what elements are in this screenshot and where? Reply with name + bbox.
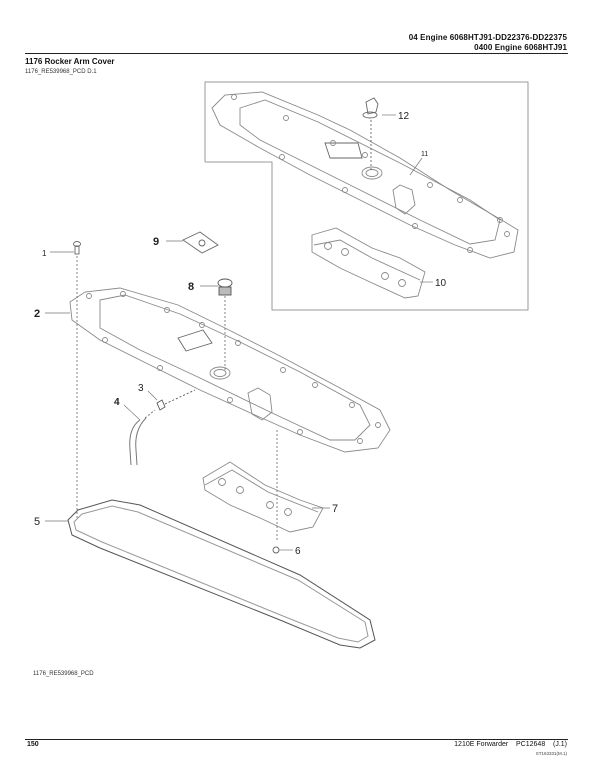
part-11-cover-drawing [211,91,519,259]
figure-caption: 1176_RE539968_PCD [33,671,94,677]
part-6-screw-drawing [272,546,280,554]
part-10-baffle-drawing [311,227,426,299]
callout-3: 3 [138,383,144,394]
footer-doc-code: ST163331(M.1) [535,751,567,756]
inset-frame [204,81,529,311]
header-divider [25,53,568,54]
part-7-baffle-drawing [202,430,324,540]
section-title: 1176 Rocker Arm Cover [25,57,115,66]
callout-10: 10 [435,278,447,289]
callout-4: 4 [114,397,120,408]
callout-5: 5 [34,516,40,528]
part-1-screw-drawing [73,241,81,520]
callout-12: 12 [398,111,410,122]
part-3-clamp-drawing [156,389,196,411]
footer-machine-info: 1210E Forwarder PC12648 (J.1) [454,741,567,748]
header-engine-model: 04 Engine 6068HTJ91-DD22376-DD22375 [408,33,567,42]
callout-9: 9 [153,236,159,248]
footer-divider [25,739,568,740]
part-4-hose-drawing [129,409,156,466]
callout-7: 7 [332,503,338,515]
callout-8: 8 [188,281,194,293]
callout-11: 11 [421,151,428,158]
part-12-filler-cap-drawing [362,97,379,170]
leader-lines [45,114,433,551]
part-9-decal-drawing [182,231,219,254]
part-5-gasket-drawing [67,499,376,649]
part-8-filler-cap-drawing [217,278,233,370]
page-number: 150 [27,741,39,748]
callout-2: 2 [34,308,40,320]
callout-6: 6 [295,546,301,557]
callout-1: 1 [42,249,47,258]
part-2-cover-drawing [69,287,391,453]
section-subtitle: 1176_RE539968_PCD D.1 [25,69,97,75]
header-engine-group: 0400 Engine 6068HTJ91 [474,43,567,52]
